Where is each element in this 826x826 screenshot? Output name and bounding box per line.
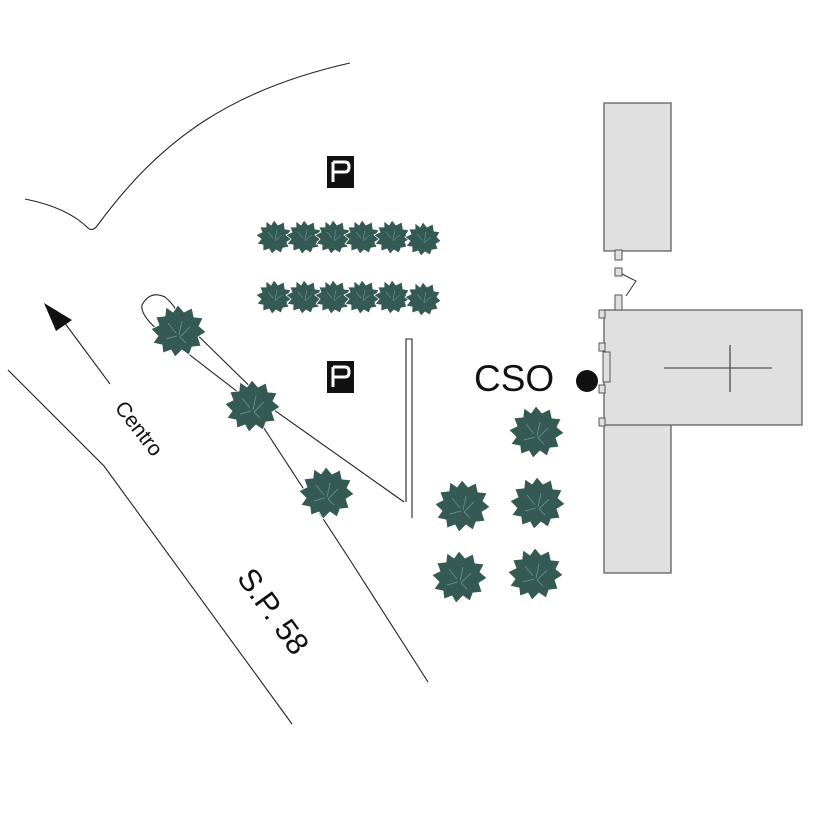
tree-row-bottom [255,279,442,317]
tree-icon [434,479,491,533]
church-cross-icon [664,345,772,392]
tree-icon [509,476,566,530]
centro-label: Centro [110,397,167,461]
building-details [598,249,623,427]
road-name-label: S.P. 58 [230,562,316,662]
tree-icon [298,466,355,520]
tree-icon [507,547,564,601]
direction-arrow-shaft [63,321,111,385]
road-sp58-left-edge [7,369,293,725]
gate-line [621,273,637,297]
tree-icon [508,405,565,459]
parking-icon [327,156,354,188]
location-dot-icon [576,370,598,392]
curved-road-edge [24,62,351,231]
direction-arrow-icon [44,303,72,331]
tree-row-top [255,219,442,257]
building-south-wing [603,423,672,574]
curb-divider [405,338,413,518]
tree-icon [150,304,207,358]
parking-icon [327,361,354,393]
tree-icon [431,550,488,604]
building-north-wing [603,102,672,252]
cso-label: CSO [474,358,554,399]
road-sp58-right-edge [242,395,429,683]
